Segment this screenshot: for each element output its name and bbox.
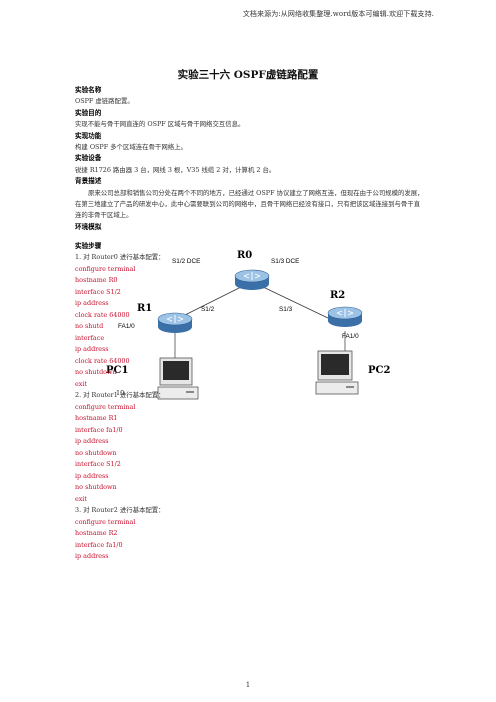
- stray-label-10: 10: [116, 389, 125, 397]
- section-heading-devices: 实验设备: [75, 154, 102, 163]
- config-command-line: configure terminal: [75, 264, 136, 273]
- network-topology-diagram: R0 R1 R2 PC1 PC2 S1/2 DCE S1/3 DCE S1/2 …: [75, 240, 435, 410]
- label-r1: R1: [137, 303, 153, 314]
- config-command-line: no shutd: [75, 322, 104, 330]
- label-s12: S1/2: [201, 306, 215, 313]
- config-command-line: no shutdown: [75, 483, 117, 491]
- label-s12-dce: S1/2 DCE: [172, 258, 201, 265]
- link-r1-r0: [176, 285, 244, 320]
- router-r2-icon: [327, 306, 363, 327]
- section-text-purpose: 实现不能与骨干网直连的 OSPF 区域与骨干网络交互信息。: [75, 120, 245, 129]
- config-command-line: ip address: [75, 299, 109, 307]
- step-instruction: 2. 对 Router1 进行基本配置：: [75, 391, 165, 399]
- label-s13: S1/3: [279, 306, 293, 313]
- config-command-line: interface S1/2: [75, 287, 121, 296]
- config-command-line: ip address: [75, 437, 109, 445]
- label-fa10-left: FA1/0: [118, 323, 135, 330]
- document-body: 实验名称 OSPF 虚链路配置。 实验目的 实现不能与骨干网直连的 OSPF 区…: [75, 85, 425, 233]
- label-r0: R0: [237, 250, 253, 261]
- config-command-line: hostname R0: [75, 276, 118, 284]
- label-fa10-right: FA1/0: [342, 333, 359, 340]
- section-text-function: 构建 OSPF 多个区域连在骨干网络上。: [75, 143, 187, 152]
- config-command-line: configure terminal: [75, 402, 136, 411]
- router-r1-icon: [157, 312, 193, 333]
- topology-svg: [157, 269, 363, 400]
- config-command-line: exit: [75, 494, 87, 503]
- label-pc1: PC1: [106, 365, 129, 376]
- section-heading-environment: 环境模拟: [75, 222, 102, 231]
- steps-list: 1. 对 Router0 进行基本配置： configure terminal ho…: [75, 252, 235, 563]
- label-s13-dce: S1/3 DCE: [271, 258, 300, 265]
- section-heading-function: 实现功能: [75, 131, 102, 140]
- config-command-line: configure terminal: [75, 517, 136, 526]
- step-instruction: 3. 对 Router2 进行基本配置：: [75, 506, 165, 514]
- config-command-line: ip address: [75, 471, 109, 480]
- config-command-line: exit: [75, 379, 87, 388]
- config-command-line: hostname R2: [75, 529, 118, 537]
- section-heading-purpose: 实验目的: [75, 108, 102, 117]
- section-heading-name: 实验名称: [75, 86, 102, 94]
- config-command-line: no shutdown: [75, 448, 117, 457]
- page-number: 1: [245, 681, 251, 689]
- config-command-line: no shutdown: [75, 368, 117, 376]
- config-command-line: interface fa1/0: [75, 425, 123, 434]
- section-heading-background: 背景描述: [75, 177, 102, 186]
- pc2-computer-icon: [315, 350, 359, 395]
- link-r0-r2: [260, 285, 331, 320]
- pc1-computer-icon: [157, 357, 199, 400]
- config-command-line: hostname R1: [75, 414, 118, 422]
- config-command-line: interface fa1/0: [75, 540, 123, 549]
- step-instruction: 1. 对 Router0 进行基本配置：: [75, 253, 165, 261]
- section-text-devices: 锐捷 R1726 路由器 3 台，网线 3 根，V35 线缆 2 对，计算机 2…: [75, 165, 276, 174]
- label-pc2: PC2: [368, 365, 391, 376]
- config-command-line: clock rate 64000: [75, 310, 130, 319]
- config-command-line: clock rate 64000: [75, 356, 130, 365]
- config-command-line: ip address: [75, 345, 109, 353]
- router-r0-icon: [234, 269, 270, 290]
- config-command-line: interface: [75, 333, 105, 342]
- section-text-background: 原来公司总部和销售公司分处在两个不同的地方，已经通过 OSPF 协议建立了网络互…: [75, 188, 424, 220]
- section-heading-steps: 实验步骤: [75, 242, 102, 250]
- document-title: 实验三十六 OSPF虚链路配置: [177, 69, 319, 81]
- config-command-line: interface S1/2: [75, 460, 121, 468]
- section-text-name: OSPF 虚链路配置。: [75, 97, 134, 106]
- page-header: 文档来源为:从网络收集整理.word版本可编辑.欢迎下载支持.: [242, 10, 434, 18]
- label-r2: R2: [330, 290, 346, 301]
- config-command-line: ip address: [75, 552, 109, 560]
